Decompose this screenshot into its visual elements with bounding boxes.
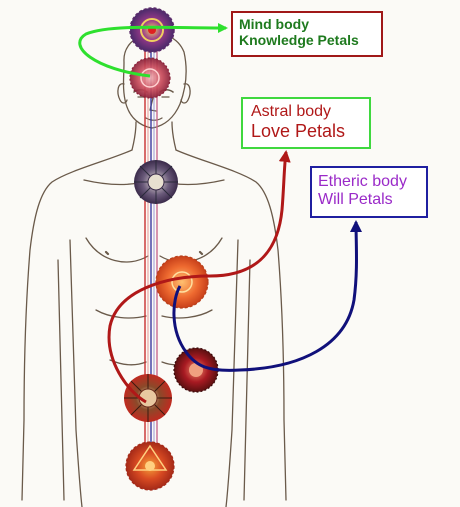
will-petals-text: Will Petals [318, 191, 393, 209]
chakra-sacral [124, 374, 172, 422]
astral-body-title: Astral body [251, 103, 332, 120]
knowledge-petals-text: Knowledge Petals [239, 32, 359, 49]
chakra-heart [155, 255, 209, 309]
chakra-root [125, 441, 175, 491]
mind-body-label: Mind body Knowledge Petals [231, 11, 383, 57]
mind-body-title: Mind body [239, 16, 309, 32]
etheric-arrow [172, 220, 363, 372]
body-outline [21, 32, 287, 507]
chakra-throat [134, 160, 178, 204]
chakra-crown [129, 7, 175, 53]
etheric-body-title: Etheric body [318, 173, 407, 190]
chakra-solar-plexus [173, 347, 219, 393]
astral-body-label: Astral body Love Petals [241, 97, 371, 149]
chakra-brow [129, 57, 171, 99]
mind-arrow [78, 22, 228, 78]
astral-arrow [107, 150, 291, 404]
love-petals-text: Love Petals [251, 121, 346, 142]
etheric-body-label: Etheric body Will Petals [310, 166, 428, 218]
